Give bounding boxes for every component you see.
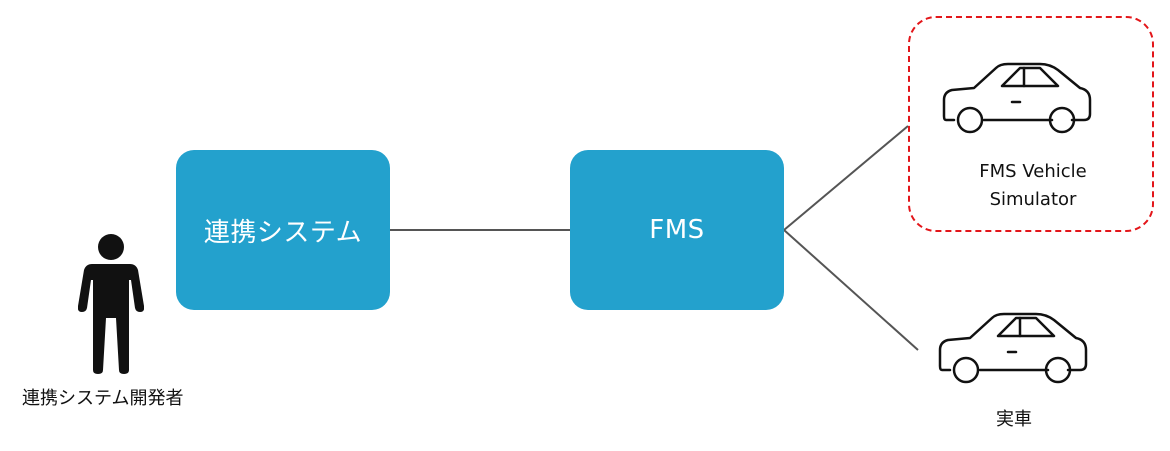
simulator-highlight-frame xyxy=(908,16,1154,232)
connector-fms-to-simulator xyxy=(783,125,909,231)
real-vehicle-label: 実車 xyxy=(996,409,1032,430)
simulator-label-line2: Simulator xyxy=(989,189,1077,210)
simulator-label-line1: FMS Vehicle xyxy=(979,161,1087,182)
developer-label: 連携システム開発者 xyxy=(22,388,184,409)
connector-fms-to-real-vehicle xyxy=(783,229,919,351)
integration-system-box: 連携システム xyxy=(176,150,390,310)
integration-system-label: 連携システム xyxy=(203,217,363,248)
fms-label: FMS xyxy=(649,215,705,245)
simulator-label: FMS Vehicle Simulator xyxy=(940,158,1126,214)
car-icon xyxy=(942,62,1092,134)
fms-box: FMS xyxy=(570,150,784,310)
person-icon xyxy=(78,234,144,374)
car-icon xyxy=(938,312,1088,384)
